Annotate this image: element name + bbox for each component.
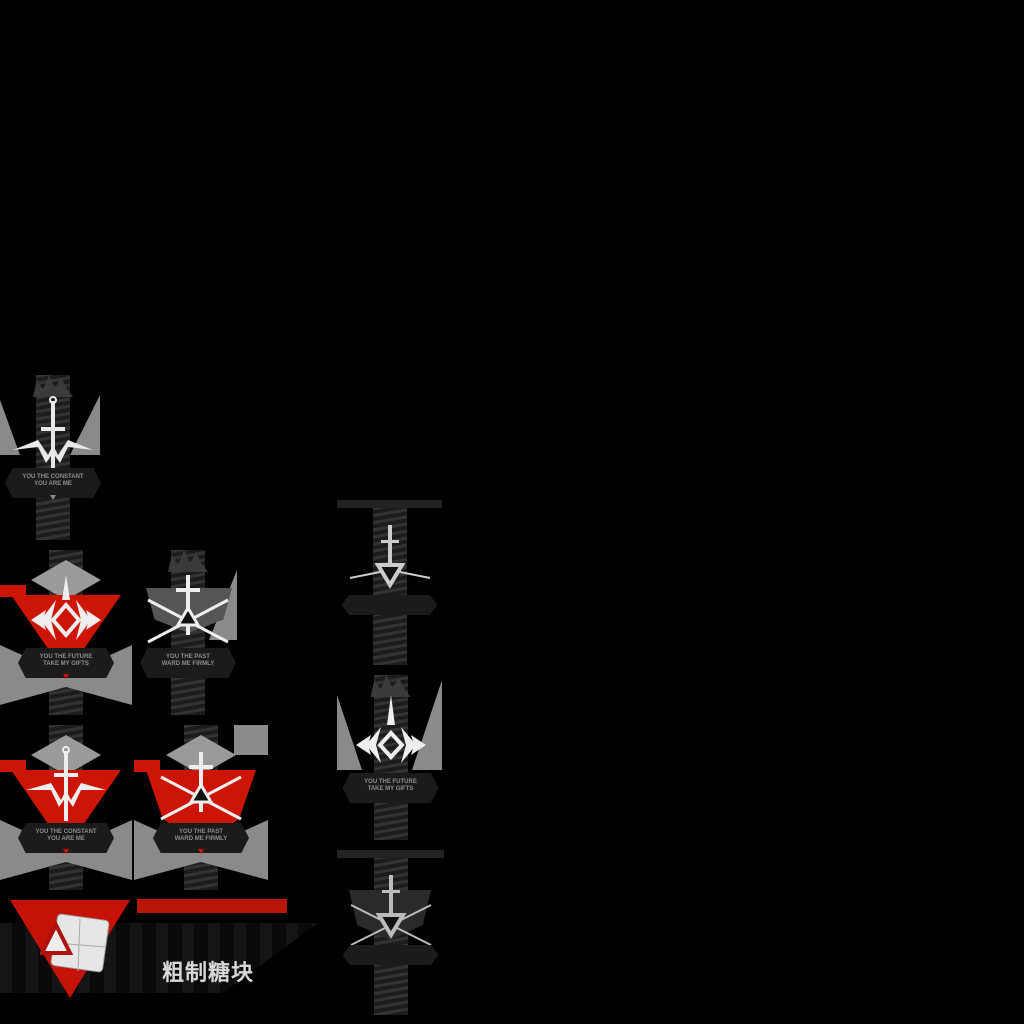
dark-wing <box>337 500 442 508</box>
motto-label: YOU THE FUTURE TAKE MY GIFTS <box>342 773 439 803</box>
motto-line-2: YOU ARE ME <box>47 836 85 842</box>
tile-triangle-dark <box>337 500 442 665</box>
motto-label: YOU THE CONSTANT YOU ARE ME <box>5 468 101 498</box>
red-strip <box>137 899 287 913</box>
red-flag <box>0 585 26 597</box>
motto-label-empty <box>341 595 438 615</box>
motto-line-1: YOU THE CONSTANT <box>35 829 97 835</box>
motto-label-empty <box>342 945 439 965</box>
marker-icon <box>63 849 69 854</box>
motto-line-2: YOU ARE ME <box>34 481 72 487</box>
tile-future-grey: YOU THE FUTURE TAKE MY GIFTS <box>337 675 444 840</box>
motto-line-1: YOU THE PAST <box>179 829 223 835</box>
motto-label: YOU THE PAST WARD ME FIRMLY <box>153 823 249 853</box>
motto-label: YOU THE CONSTANT YOU ARE ME <box>18 823 114 853</box>
tile-triangle-dark-2 <box>337 850 444 1015</box>
motto-label: YOU THE PAST WARD ME FIRMLY <box>140 648 236 678</box>
item-banner: 粗制糖块 <box>0 895 320 1000</box>
tile-past-grey: YOU THE PAST WARD ME FIRMLY <box>134 550 242 715</box>
sugar-cube-icon <box>40 913 110 973</box>
red-flag <box>0 760 26 772</box>
spire-diamond-icon <box>355 695 426 763</box>
motto-line-1: YOU THE CONSTANT <box>22 474 84 480</box>
item-name: 粗制糖块 <box>162 960 255 986</box>
marker-icon <box>198 849 204 854</box>
motto-line-2: WARD ME FIRMLY <box>174 836 228 842</box>
marker-icon <box>50 495 56 500</box>
motto-label: YOU THE FUTURE TAKE MY GIFTS <box>18 648 114 678</box>
spire-diamond-icon <box>31 575 101 640</box>
triangle-crossed-swords-icon <box>350 875 431 946</box>
tile-constant-grey: YOU THE CONSTANT YOU ARE ME <box>0 375 106 540</box>
motto-line-1: YOU THE FUTURE <box>39 654 93 660</box>
triangle-sword-icon <box>349 525 430 589</box>
sword-wings-icon <box>26 746 106 821</box>
dark-wing <box>337 850 444 858</box>
red-flag <box>134 760 160 772</box>
sword-wings-icon <box>13 396 93 471</box>
tile-past-red: YOU THE PAST WARD ME FIRMLY <box>134 725 268 890</box>
triangle-crossed-swords-icon <box>160 752 242 821</box>
motto-line-2: TAKE MY GIFTS <box>367 786 414 792</box>
tile-future-red: YOU THE FUTURE TAKE MY GIFTS <box>0 550 132 715</box>
marker-icon <box>63 674 69 679</box>
motto-line-2: WARD ME FIRMLY <box>161 661 215 667</box>
motto-line-2: TAKE MY GIFTS <box>43 661 89 667</box>
grey-wing <box>234 725 268 755</box>
triangle-crossed-swords-icon <box>147 575 229 644</box>
motto-line-1: YOU THE PAST <box>166 654 210 660</box>
motto-line-1: YOU THE FUTURE <box>364 779 417 785</box>
tile-constant-red: YOU THE CONSTANT YOU ARE ME <box>0 725 132 890</box>
